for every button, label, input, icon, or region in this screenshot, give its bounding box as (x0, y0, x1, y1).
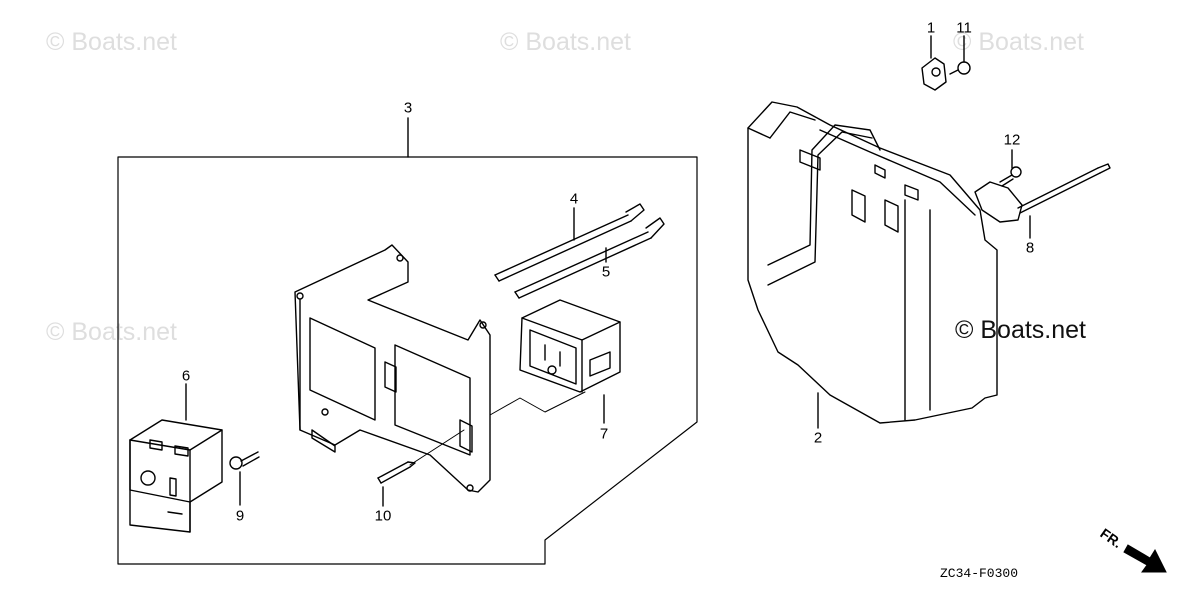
wire-4 (494, 203, 645, 282)
watermark: © Boats.net (46, 318, 177, 346)
watermark: © Boats.net (953, 28, 1084, 56)
wire-5 (514, 217, 665, 299)
screw-10 (377, 461, 416, 484)
callout-2: 2 (813, 429, 823, 447)
callout-5: 5 (601, 263, 611, 281)
kit-bracket-outline (117, 156, 698, 565)
probe-8 (974, 163, 1111, 223)
control-box-cover (747, 101, 998, 424)
clamp-1 (921, 57, 947, 91)
screw-12 (999, 166, 1022, 187)
front-arrow-icon (1123, 544, 1167, 573)
callout-8: 8 (1025, 239, 1035, 257)
callout-11: 11 (956, 19, 972, 37)
callout-10: 10 (374, 507, 392, 525)
callout-12: 12 (1003, 131, 1021, 149)
diagram-code: ZC34-F0300 (940, 566, 1019, 581)
mounting-bracket (294, 244, 491, 493)
callout-1: 1 (926, 19, 936, 37)
dc-socket (129, 419, 223, 533)
ac-receptacle (519, 299, 621, 393)
callout-7: 7 (599, 425, 609, 443)
callout-4: 4 (569, 190, 579, 208)
callout-9: 9 (235, 507, 245, 525)
watermark-dark: © Boats.net (955, 316, 1086, 344)
watermark: © Boats.net (46, 28, 177, 56)
callout-6: 6 (181, 367, 191, 385)
watermark: © Boats.net (500, 28, 631, 56)
screw-9 (229, 451, 260, 470)
screw-11 (949, 61, 971, 75)
callout-3: 3 (403, 99, 413, 117)
